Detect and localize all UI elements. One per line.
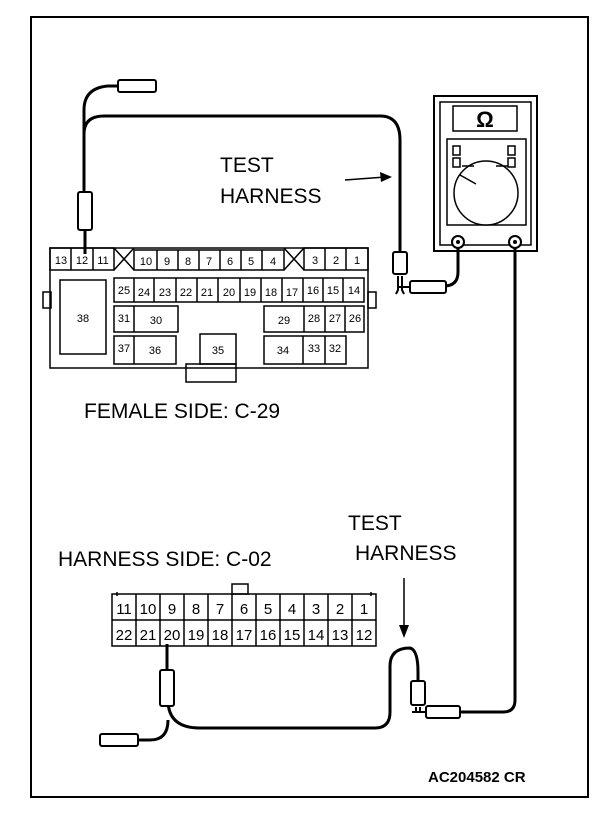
pin-label: 7 [216, 601, 224, 618]
pin-label: 7 [206, 256, 212, 268]
pin-label: 30 [150, 315, 162, 327]
pin-label: 28 [308, 313, 320, 325]
ohm-symbol: Ω [476, 107, 494, 132]
figure-code: AC204582 CR [428, 769, 526, 786]
pin-label: 10 [140, 601, 157, 618]
harness-side-label: HARNESS SIDE: C-02 [58, 548, 272, 571]
pin-label: 29 [278, 315, 290, 327]
wires [82, 84, 517, 742]
pin-label: 21 [140, 627, 157, 644]
pin-label: 21 [201, 287, 213, 299]
pin-label: 35 [212, 345, 224, 357]
test-harness-label-bottom-line1: TEST [348, 512, 402, 535]
pin-label: 24 [138, 287, 150, 299]
pin-label: 25 [118, 285, 130, 297]
pin-label: 8 [185, 256, 191, 268]
connector-c29-pins: 13 12 11 10 9 8 7 6 5 4 3 2 1 25 24 23 2… [55, 255, 361, 357]
pin-label: 2 [336, 601, 344, 618]
pin-label: 14 [308, 627, 325, 644]
pin-label: 22 [180, 287, 192, 299]
pin-label: 15 [284, 627, 301, 644]
pin-label: 20 [223, 287, 235, 299]
pin-label: 33 [308, 343, 320, 355]
test-harness-label-top-line1: TEST [220, 154, 274, 177]
pin-label: 23 [159, 287, 171, 299]
pin-label: 8 [192, 601, 200, 618]
pin-label: 13 [332, 627, 349, 644]
pin-label: 15 [327, 285, 339, 297]
pin-label: 34 [277, 345, 289, 357]
pin-label: 12 [76, 255, 88, 267]
pin-label: 12 [356, 627, 373, 644]
pin-label: 26 [349, 313, 361, 325]
pin-label: 13 [55, 255, 67, 267]
pin-label: 22 [116, 627, 133, 644]
pin-label: 19 [244, 287, 256, 299]
pin-label: 32 [329, 343, 341, 355]
pin-label: 4 [270, 256, 276, 268]
meter-display [452, 105, 518, 132]
pin-label: 16 [260, 627, 277, 644]
pin-label: 9 [168, 601, 176, 618]
female-side-label: FEMALE SIDE: C-29 [84, 400, 280, 423]
connector-c02-dividers [135, 594, 353, 646]
pin-label: 36 [149, 345, 161, 357]
test-harness-label-bottom-line2: HARNESS [355, 542, 457, 565]
pin-label: 37 [118, 343, 130, 355]
pin-label: 1 [360, 601, 368, 618]
pin-label: 17 [236, 627, 253, 644]
pin-label: 18 [265, 287, 277, 299]
probes [77, 79, 461, 747]
pin-label: 10 [140, 256, 152, 268]
connector-c29 [42, 247, 377, 383]
pin-label: 19 [188, 627, 205, 644]
pin-label: 6 [240, 601, 248, 618]
connector-c02 [111, 583, 377, 647]
pin-label: 11 [97, 255, 108, 267]
test-harness-label-top-line2: HARNESS [220, 185, 322, 208]
pin-label: 14 [348, 285, 360, 297]
figure-frame [30, 16, 589, 798]
pin-label: 38 [77, 313, 89, 325]
pin-label: 18 [212, 627, 229, 644]
pin-label: 1 [354, 255, 360, 267]
pin-label: 2 [333, 255, 339, 267]
pin-label: 6 [227, 256, 233, 268]
pin-label: 4 [288, 601, 296, 618]
pin-label: 11 [116, 601, 132, 618]
pin-label: 5 [264, 601, 272, 618]
pin-label: 27 [329, 313, 341, 325]
pin-label: 5 [248, 256, 254, 268]
pin-label: 31 [118, 313, 130, 325]
pin-label: 3 [312, 601, 320, 618]
pin-label: 9 [164, 256, 170, 268]
pin-label: 17 [286, 287, 298, 299]
selector-dial [453, 160, 519, 226]
pin-label: 20 [164, 627, 181, 644]
arrows [344, 172, 409, 638]
multimeter: Ω [433, 95, 538, 252]
pin-label: 16 [307, 285, 319, 297]
pin-label: 3 [312, 255, 318, 267]
